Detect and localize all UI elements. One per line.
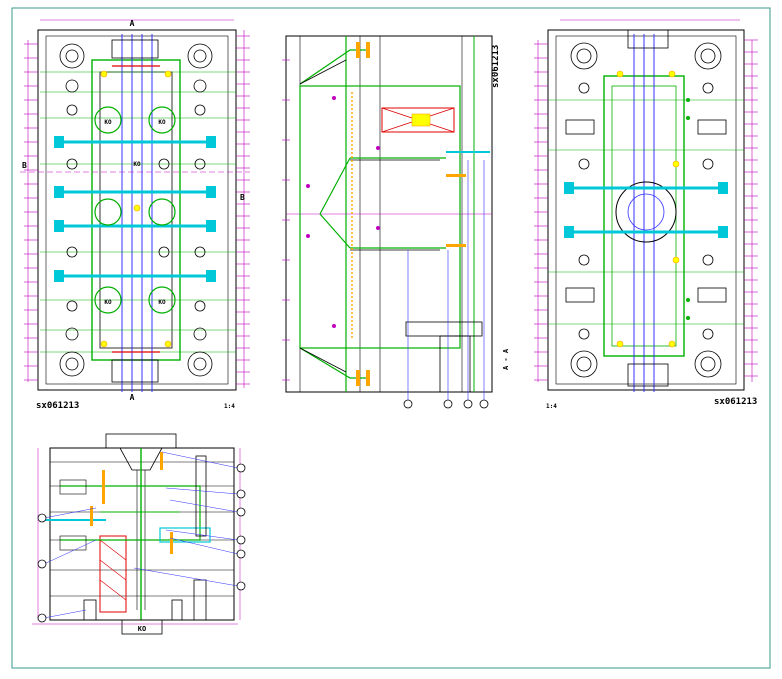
zone-label: KO — [104, 299, 112, 306]
sheet-frame — [11, 7, 771, 669]
zone-label: KO — [158, 299, 166, 306]
section-view-label: A - A — [502, 348, 510, 370]
fixed-plate-view: A A B B KO KO KO KO KO sx061213 1:4 — [20, 19, 250, 411]
section-mark-a-top: A — [130, 19, 135, 28]
drawing-code-side: sx061213 — [491, 45, 501, 88]
zone-label: KO — [158, 119, 166, 126]
scale-label-right: 1:4 — [546, 403, 557, 410]
zone-label: KO — [104, 119, 112, 126]
section-mark-a-bottom: A — [130, 393, 135, 402]
drawing-code-top: sx061213 — [36, 401, 79, 411]
scale-label-left: 1:4 — [224, 403, 235, 410]
section-mark-b-right: B — [240, 193, 245, 202]
side-section-view: KO — [32, 433, 246, 635]
section-mark-b-left: B — [22, 161, 27, 170]
drawing-code-right: sx061213 — [714, 397, 757, 407]
dimension-ticks — [24, 35, 758, 385]
gate-label: KO — [138, 625, 146, 633]
zone-label: KO — [133, 161, 141, 168]
moving-plate-view: sx061213 1:4 — [537, 19, 757, 410]
section-view: sx061213 A - A — [285, 35, 510, 409]
